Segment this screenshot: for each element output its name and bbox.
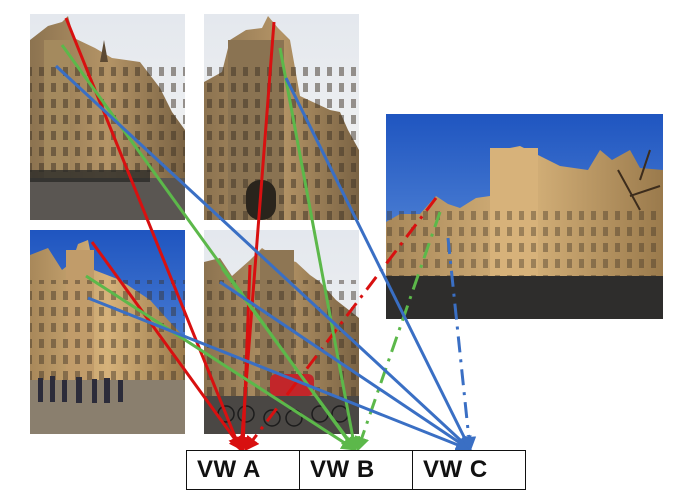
vw-b-line	[85, 274, 357, 451]
photo-top-middle	[204, 14, 359, 220]
vw-a-line	[90, 241, 244, 452]
vw-c-line	[446, 237, 477, 452]
vw-b-line	[278, 47, 361, 452]
vw-c-cell: VW C	[423, 456, 488, 483]
photo-right	[386, 114, 663, 319]
vw-c-line	[54, 64, 473, 452]
visual-word-table: VW A VW B VW C	[186, 450, 526, 490]
photo-bottom-left	[30, 230, 185, 434]
photo-top-left	[30, 14, 185, 220]
vw-b-cell: VW B	[300, 451, 413, 489]
vw-c-match-lines	[54, 64, 477, 452]
vw-a-line	[244, 197, 438, 452]
vw-a-cell: VW A	[187, 451, 300, 489]
vw-c-line	[219, 280, 472, 451]
vw-a-line	[235, 264, 252, 452]
vw-c-line	[284, 77, 472, 452]
vw-c-line	[87, 296, 471, 452]
